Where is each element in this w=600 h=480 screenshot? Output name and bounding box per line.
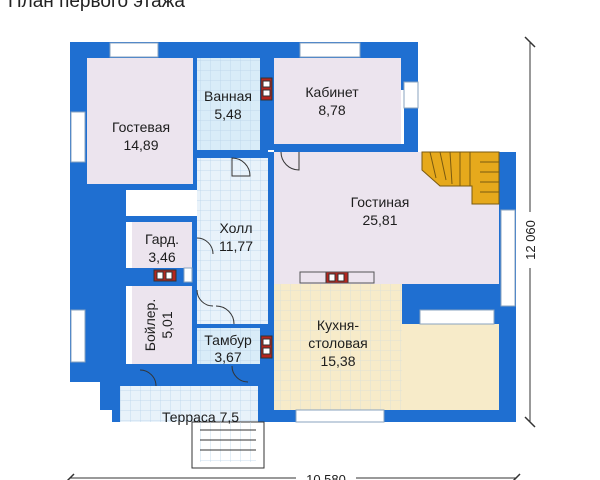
entrance-steps — [191, 421, 265, 469]
room-name-bathroom: Ванная — [204, 88, 252, 104]
room-name-terrace: Терраса 7,5 — [162, 409, 239, 425]
boiler-room-floor — [132, 286, 192, 364]
staircase — [421, 151, 500, 205]
door-swings — [139, 151, 300, 387]
room-area-study: 8,78 — [318, 102, 345, 118]
room-name-kitchen-line2: столовая — [308, 335, 368, 351]
room-area-wardrobe: 3,46 — [148, 249, 175, 265]
wardrobe-floor — [132, 222, 192, 268]
room-area-guest: 14,89 — [123, 137, 158, 153]
room-area-hall: 11,77 — [219, 238, 253, 254]
study-floor — [274, 58, 401, 144]
room-name-living: Гостиная — [351, 194, 410, 210]
dimension-width: 10 580 — [66, 470, 521, 480]
windows — [70, 42, 516, 423]
room-labels: Гостевая 14,89 Ванная 5,48 Кабинет 8,78 … — [112, 84, 409, 425]
room-area-vestibule: 3,67 — [214, 349, 241, 365]
room-name-guest: Гостевая — [112, 119, 170, 135]
dimension-height: 12 060 — [522, 36, 538, 428]
room-area-living: 25,81 — [362, 212, 397, 228]
room-area-bathroom: 5,48 — [214, 106, 241, 122]
guest-room-floor — [87, 58, 193, 184]
plan-title: План первого этажа — [8, 0, 185, 12]
dimension-width-label: 10 580 — [306, 472, 346, 480]
room-area-kitchen: 15,38 — [320, 353, 355, 369]
room-name-hall: Холл — [220, 220, 253, 236]
room-name-boiler: Бойлер. — [142, 299, 158, 351]
room-name-vestibule: Тамбур — [204, 332, 252, 348]
room-name-study: Кабинет — [305, 84, 359, 100]
dimension-height-label: 12 060 — [523, 220, 538, 260]
room-name-wardrobe: Гард. — [145, 231, 179, 247]
vent-blocks — [153, 77, 375, 359]
tile-patterns — [120, 58, 402, 422]
room-name-kitchen: Кухня- — [317, 317, 359, 333]
room-area-boiler: 5,01 — [159, 311, 175, 338]
